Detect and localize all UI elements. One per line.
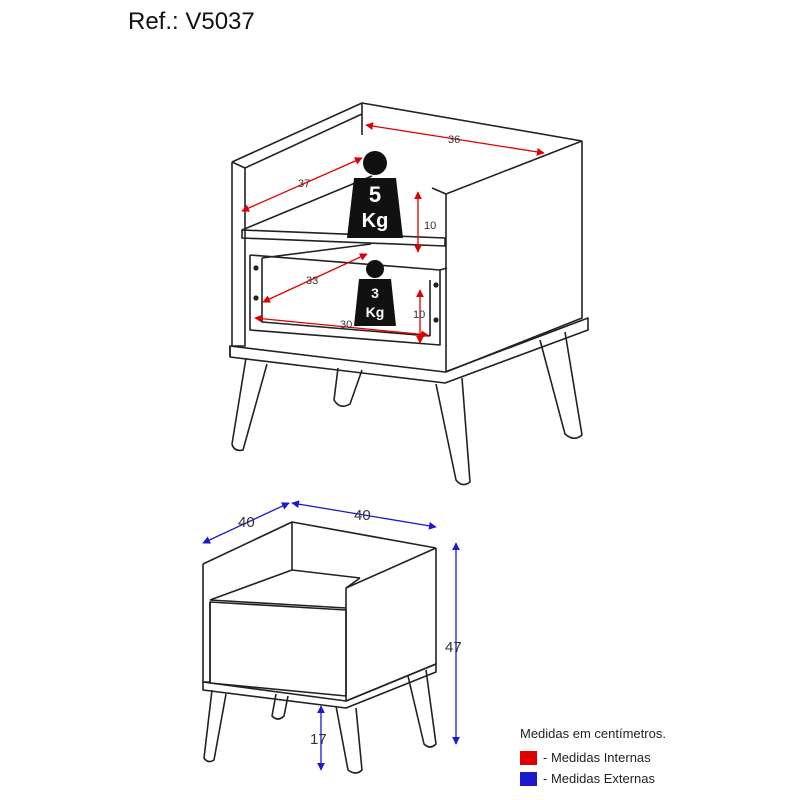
interior-view [229, 102, 589, 486]
dim-label-36: 36 [448, 134, 460, 146]
weight-5kg-number: 5 [369, 182, 381, 207]
dim-line-depth-40 [202, 502, 290, 544]
dim-label-10-drawer: 10 [413, 309, 425, 321]
weight-5kg-unit: Kg [362, 210, 389, 232]
dim-line-depth-33 [262, 253, 368, 303]
red-swatch-icon [520, 750, 537, 765]
weight-3kg-number: 3 [371, 285, 379, 301]
legend-label-internal: - Medidas Internas [543, 750, 651, 765]
dim-label-30: 30 [340, 319, 352, 331]
dim-label-leg-17: 17 [310, 731, 327, 748]
dim-label-width-40: 40 [354, 507, 371, 524]
legend-label-external: - Medidas Externas [543, 771, 655, 786]
dim-label-height-47: 47 [445, 639, 462, 656]
dim-line-width-40 [291, 500, 437, 530]
dim-label-10-top: 10 [424, 220, 436, 232]
legend-item-internal: - Medidas Internas [520, 750, 651, 765]
dim-label-37: 37 [298, 178, 310, 190]
dim-label-depth-40: 40 [238, 514, 255, 531]
dim-line-depth-37 [241, 157, 363, 212]
reference-title: Ref.: V5037 [128, 8, 255, 35]
legend-title: Medidas em centímetros. [520, 726, 666, 741]
weight-5kg-icon: 5 Kg [347, 151, 403, 238]
weight-3kg-icon: 3 Kg [354, 260, 396, 326]
dim-line-width-30 [254, 314, 429, 339]
dim-line-width-36 [365, 122, 545, 156]
exterior-view [202, 521, 437, 774]
blue-swatch-icon [520, 771, 537, 786]
legend-item-external: - Medidas Externas [520, 771, 655, 786]
weight-3kg-unit: Kg [366, 304, 385, 320]
dim-label-33: 33 [306, 275, 318, 287]
